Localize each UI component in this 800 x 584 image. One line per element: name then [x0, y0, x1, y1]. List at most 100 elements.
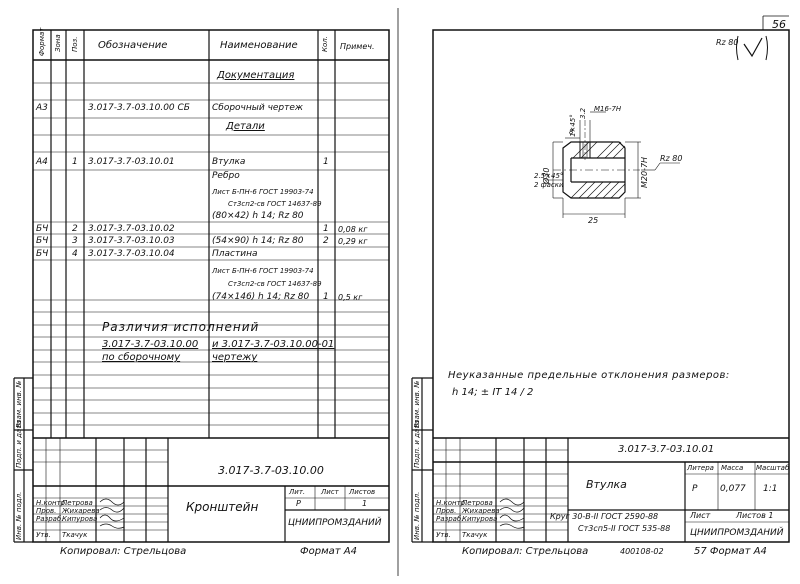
stamp-sheet-label-r: Лист [690, 511, 711, 520]
header-format: Формат [38, 27, 46, 56]
signature-scribbles [99, 498, 525, 529]
header-qty: Кол. [321, 36, 329, 52]
stamp-role-0: Н.контр. [36, 499, 68, 507]
header-designation: Обозначение [98, 40, 168, 51]
row-6-format: БЧ [36, 224, 49, 234]
stamp-role-3: Утв. [36, 531, 51, 539]
row-0-designation: 3.017-3.7-03.10.00 СБ [88, 103, 190, 113]
stamp-role-r-1: Пров. [436, 507, 457, 515]
footer-code-r: 400108-02 [620, 547, 664, 556]
stamp-role-2: Разраб. [36, 515, 64, 523]
dim-diameter-left: Ø30 [542, 167, 551, 184]
row-6-qty: 1 [323, 224, 329, 234]
stamp-title-r: Втулка [586, 478, 627, 491]
differences-line1: Различия исполнений [102, 320, 260, 334]
stamp-scale-label-r: Масштаб [756, 464, 790, 472]
footer-format-r: 57 Формат А4 [694, 546, 767, 557]
stamp-lit-label: Лит. [289, 488, 306, 496]
footer-copied-r: Копировал: Стрельцова [462, 546, 589, 557]
row-7-format: БЧ [36, 236, 49, 246]
row-7-name: (54×90) h 14; Rz 80 [212, 236, 304, 246]
stamp-material-1: Круг 30-В-II ГОСТ 2590-88 [550, 512, 659, 521]
row-11-name: (74×146) h 14; Rz 80 [212, 292, 310, 302]
row-9-name: Лист Б-ПН-6 ГОСТ 19903-74 [212, 267, 314, 275]
stamp-org-r: ЦНИИПРОМЗДАНИЙ [690, 528, 784, 538]
row-1-designation: 3.017-3.7-03.10.01 [88, 157, 175, 167]
row-8-designation: 3.017-3.7-03.10.04 [88, 249, 175, 259]
row-7-note: 0,29 кг [338, 237, 368, 246]
stamp-sheet-label: Лист [321, 488, 339, 496]
row-1-name: Втулка [212, 157, 246, 167]
stamp-designation-r: 3.017-3.7-03.10.01 [618, 444, 715, 455]
dim-length: 25 [588, 216, 599, 225]
dim-top-small: 3.2 [579, 107, 587, 119]
differences-line3b: чертежу [212, 352, 258, 363]
row-10-name: Ст3сп2-св ГОСТ 14637-89 [228, 280, 322, 288]
dim-chamfer-left: 2.5×45° [534, 172, 564, 180]
stamp-title: Кронштейн [186, 500, 259, 514]
tolerance-note-1: Неуказанные предельные отклонения размер… [448, 370, 730, 381]
header-pos: Поз. [71, 36, 79, 53]
side-vzam-inv-r: Взам. инв. № [413, 380, 421, 428]
bushing-drawing [545, 35, 768, 218]
row-2-name: Ребро [212, 171, 240, 181]
tolerance-note-2: h 14; ± IT 14 / 2 [452, 387, 534, 398]
row-11-qty: 1 [323, 292, 329, 302]
section-documentation: Документация [217, 70, 295, 81]
stamp-role-r-3: Утв. [436, 531, 451, 539]
differences-line2a: 3.017-3.7-03.10.00 [102, 339, 199, 350]
stamp-mass-label-r: Масса [721, 464, 744, 472]
header-name: Наименование [220, 40, 298, 51]
stamp-role-r-2: Разраб. [436, 515, 464, 523]
dim-chamfer-note: 2 фаски [534, 181, 564, 189]
stamp-sheets-label: Листов [349, 488, 376, 496]
row-6-pos: 2 [72, 224, 78, 234]
row-1-pos: 1 [72, 157, 78, 167]
side-inv-podl: Инв. № подл. [15, 491, 23, 540]
row-6-note: 0,08 кг [338, 225, 368, 234]
stamp-name-r-3: Ткачук [462, 531, 488, 539]
row-8-format: БЧ [36, 249, 49, 259]
page-number: 56 [772, 18, 786, 31]
row-7-designation: 3.017-3.7-03.10.03 [88, 236, 175, 246]
stamp-name-r-0: Петрова [462, 499, 493, 507]
stamp-name-0: Петрова [62, 499, 93, 507]
footer-format: Формат А4 [300, 546, 357, 557]
dim-8: 8 [569, 128, 574, 136]
dim-rz: Rz 80 [660, 154, 683, 163]
stamp-sheets-value: 1 [362, 499, 368, 508]
row-3-name: Лист Б-ПН-6 ГОСТ 19903-74 [212, 188, 314, 196]
header-note: Примеч. [340, 42, 375, 51]
row-7-pos: 3 [72, 236, 78, 246]
stamp-role-r-0: Н.контр. [436, 499, 468, 507]
roughness-corner: Rz 80 [716, 38, 739, 47]
stamp-name-r-2: Кипурова [462, 515, 498, 523]
section-parts: Детали [226, 121, 265, 132]
stamp-mass-value-r: 0,077 [720, 484, 746, 494]
row-11-note: 0,5 кг [338, 293, 363, 302]
row-4-name: Ст3сп2-св ГОСТ 14637-89 [228, 200, 322, 208]
header-zone: Зона [54, 34, 62, 52]
stamp-name-r-1: Жихарева [462, 507, 500, 515]
dim-diameter-right: М20-7Н [640, 156, 649, 188]
row-0-name: Сборочный чертеж [212, 103, 304, 113]
footer-copied: Копировал: Стрельцова [60, 546, 187, 557]
row-0-format: А3 [36, 103, 48, 113]
stamp-lit-label-r: Литера [687, 464, 714, 472]
stamp-role-1: Пров. [36, 507, 57, 515]
stamp-name-1: Жихарева [62, 507, 100, 515]
row-1-qty: 1 [323, 157, 329, 167]
row-8-pos: 4 [72, 249, 78, 259]
stamp-designation: 3.017-3.7-03.10.00 [218, 464, 324, 477]
stamp-name-2: Кипурова [62, 515, 98, 523]
stamp-material-2: Ст3сп5-II ГОСТ 535-88 [578, 524, 671, 533]
stamp-lit-value: Р [296, 499, 301, 508]
differences-line3a: по сборочному [102, 352, 181, 363]
row-1-format: А4 [36, 157, 48, 167]
stamp-lit-value-r: Р [692, 484, 698, 494]
row-5-name: (80×42) h 14; Rz 80 [212, 211, 304, 221]
side-inv-podl-r: Инв. № подл. [413, 491, 421, 540]
stamp-name-3: Ткачук [62, 531, 88, 539]
row-6-designation: 3.017-3.7-03.10.02 [88, 224, 175, 234]
